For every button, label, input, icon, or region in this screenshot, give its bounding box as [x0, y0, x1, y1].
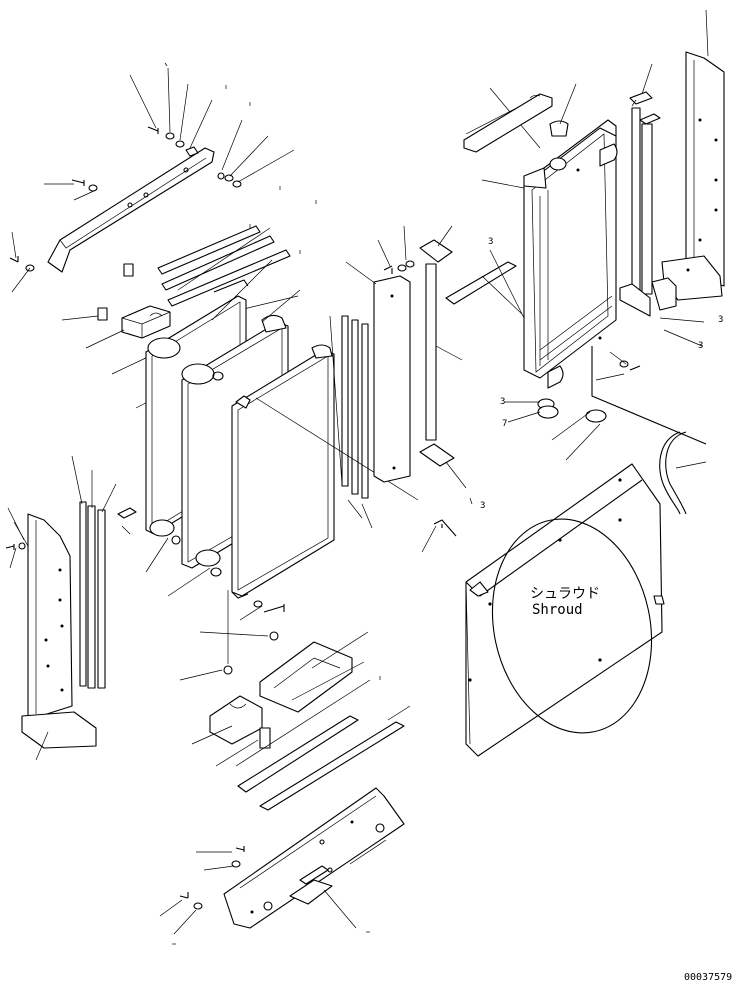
left-vertical-strips: [71, 455, 137, 689]
hose: [659, 431, 707, 515]
bracket-bolts: [9, 126, 242, 272]
callout-number: 3: [698, 341, 703, 351]
callout-number: 3: [480, 501, 485, 511]
upper-left-bracket: [47, 147, 215, 273]
right-vertical-strips: [629, 63, 661, 299]
right-side-stand: [661, 9, 725, 301]
vertical-strips-middle: [329, 315, 373, 529]
leader-lines-panels: [145, 259, 419, 597]
rubber-blocks: [97, 263, 171, 339]
vertical-seal-bar: [419, 225, 473, 505]
middle-bolt: [421, 519, 457, 553]
middle-side-plate: [345, 225, 415, 483]
lower-mid-fasteners: [179, 590, 285, 681]
callout-number: 3: [500, 397, 505, 407]
shroud-label-japanese: シュラウド: [530, 586, 600, 602]
lower-channels-blocks: [191, 631, 411, 811]
core-panel-3: [231, 344, 335, 599]
radiator-core: [523, 119, 618, 389]
small-callout-ticks: [164, 62, 317, 254]
shroud: [465, 463, 665, 757]
radiator-drain-fittings: [504, 346, 707, 461]
callout-number: 7: [502, 419, 507, 429]
leader-lines-top-left: [11, 67, 295, 293]
right-blocks: [619, 277, 705, 347]
left-side-stand: [5, 507, 97, 761]
callout-number: 3: [488, 237, 493, 247]
top-seal-bar: [463, 93, 553, 153]
callout-number: 3: [718, 315, 723, 325]
drawing-number: 00037579: [684, 972, 732, 983]
bottom-mounting-plate: [159, 787, 405, 945]
shroud-label-english: Shroud: [532, 602, 583, 618]
seal-strips-upper: [157, 225, 291, 307]
horizontal-seal-bar: [445, 261, 523, 315]
